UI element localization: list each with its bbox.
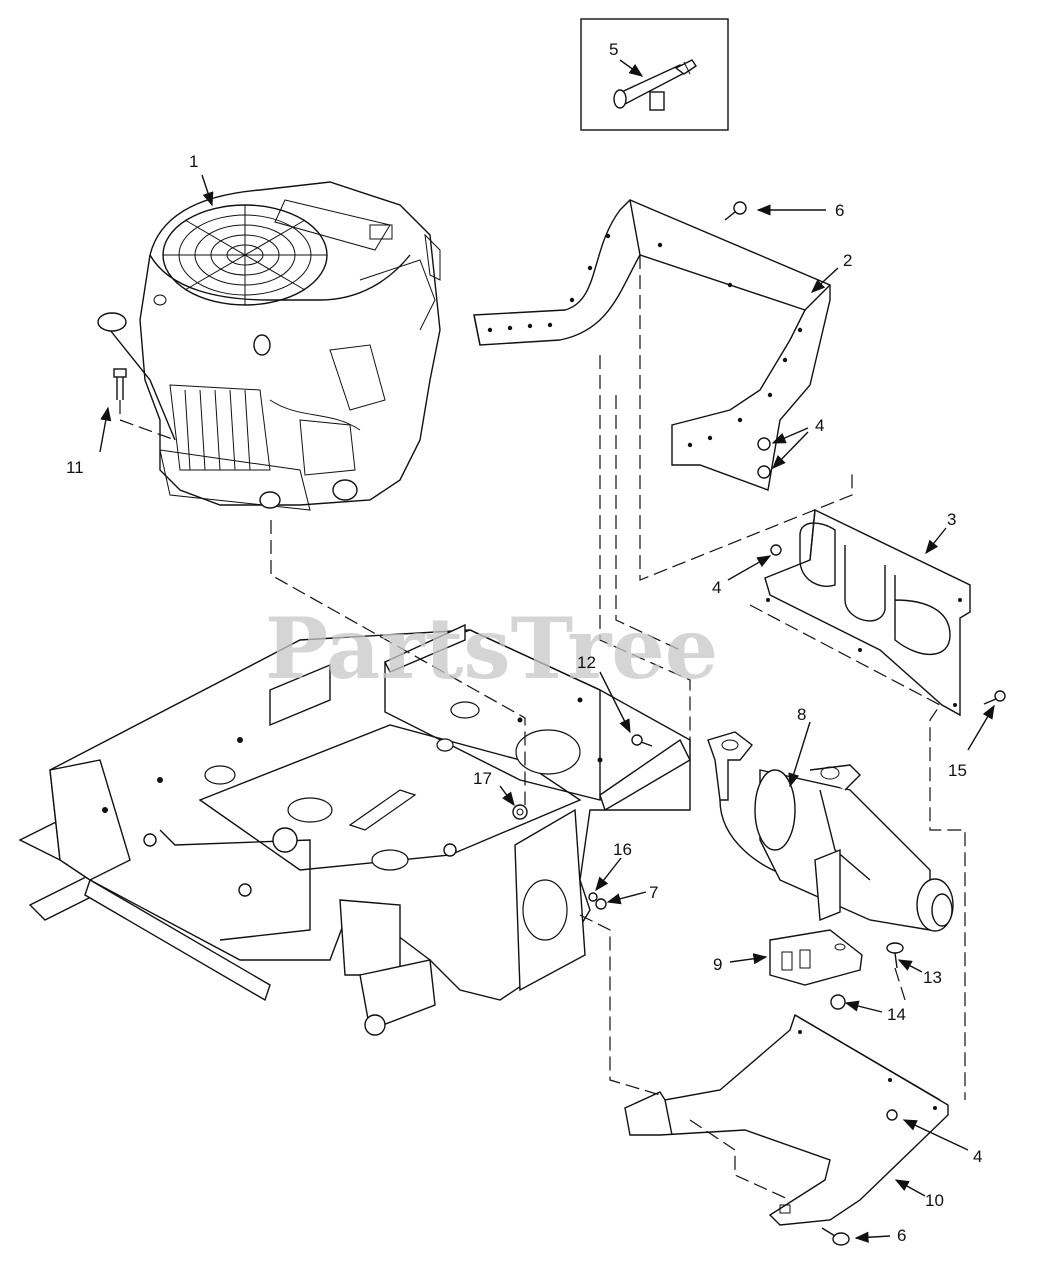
callout-11[interactable]: 11 — [66, 458, 84, 477]
callout-4-lower[interactable]: 4 — [973, 1147, 982, 1166]
callout-14[interactable]: 14 — [887, 1005, 906, 1024]
heat-shield-part-2[interactable] — [473, 199, 831, 491]
nut-part-4-upper[interactable] — [757, 437, 771, 479]
bolt-part-6-bottom[interactable] — [821, 1227, 850, 1246]
nut-part-4-plate[interactable] — [770, 544, 782, 556]
bolt-part-15[interactable] — [983, 690, 1006, 705]
bracket-part-9[interactable] — [769, 929, 863, 986]
callout-1[interactable]: 1 — [189, 152, 198, 171]
nut-part-4-lower[interactable] — [886, 1109, 898, 1121]
logo-plate-part-3[interactable] — [764, 508, 971, 717]
callouts: 5 1 6 2 4 11 3 4 12 8 15 17 16 7 9 13 14… — [66, 40, 982, 1245]
callout-2[interactable]: 2 — [843, 251, 852, 270]
callout-15[interactable]: 15 — [948, 761, 967, 780]
muffler-part-8[interactable] — [707, 731, 954, 932]
callout-6-top[interactable]: 6 — [835, 201, 844, 220]
nut-part-14[interactable] — [830, 994, 846, 1010]
frame-chassis[interactable] — [18, 623, 691, 1036]
bolt-part-6-top[interactable] — [724, 201, 747, 221]
callout-9[interactable]: 9 — [713, 955, 722, 974]
watermark: PartsTree — [265, 599, 718, 698]
bolt-part-13[interactable] — [886, 942, 904, 969]
callout-3[interactable]: 3 — [947, 510, 956, 529]
callout-17[interactable]: 17 — [473, 769, 492, 788]
callout-5[interactable]: 5 — [609, 40, 618, 59]
callout-16[interactable]: 16 — [613, 840, 632, 859]
heat-shield-part-10[interactable] — [624, 1013, 949, 1226]
fitting-part-5[interactable] — [613, 59, 697, 111]
callout-10[interactable]: 10 — [925, 1191, 944, 1210]
washer-part-16[interactable] — [588, 892, 598, 902]
callout-7[interactable]: 7 — [649, 883, 658, 902]
nut-part-7[interactable] — [595, 898, 607, 910]
inset-box-part-5 — [580, 18, 729, 131]
bolt-part-11[interactable] — [113, 368, 127, 400]
callout-8[interactable]: 8 — [797, 705, 806, 724]
assembly-lines — [119, 255, 966, 1201]
engine-part-1[interactable] — [97, 181, 441, 511]
callout-4-plate[interactable]: 4 — [712, 578, 721, 597]
callout-12[interactable]: 12 — [577, 653, 596, 672]
leader-lines — [99, 59, 995, 1243]
callout-6-bottom[interactable]: 6 — [897, 1226, 906, 1245]
nut-part-17[interactable] — [512, 804, 528, 820]
bolt-part-12[interactable] — [631, 734, 653, 747]
callout-4-shield[interactable]: 4 — [815, 416, 824, 435]
callout-13[interactable]: 13 — [923, 968, 942, 987]
